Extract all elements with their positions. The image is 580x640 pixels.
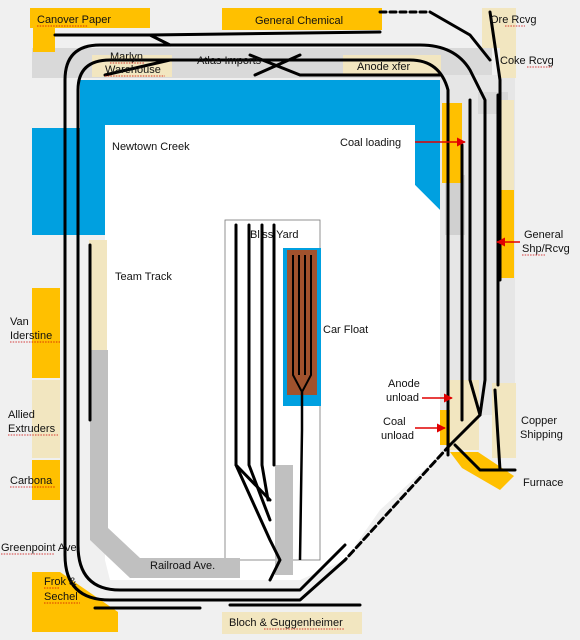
coke-rcvg-building xyxy=(500,40,516,78)
spellcheck-squiggle xyxy=(105,62,165,77)
newtown-creek-water xyxy=(32,80,440,235)
label-car-float: Car Float xyxy=(323,324,368,336)
inner-loop-track-south xyxy=(76,88,347,592)
label-coke-rcvg: Coke Rcvg xyxy=(500,55,554,67)
furnace-spur xyxy=(453,443,517,472)
label-newtown-creek: Newtown Creek xyxy=(112,141,190,153)
label-allied-1: Allied xyxy=(8,409,35,421)
label-bliss-yard: Bliss Yard xyxy=(250,229,299,241)
east-inner-spur xyxy=(468,98,482,417)
label-marlyn: Marlyn xyxy=(110,51,143,63)
frok-sechel-building xyxy=(32,572,118,632)
label-van-1: Van xyxy=(10,316,29,328)
bliss-track-1 xyxy=(234,223,282,582)
label-team-track: Team Track xyxy=(115,271,172,283)
allied-extruders-building xyxy=(32,380,60,458)
coal-loading-building xyxy=(442,103,462,183)
canover-paper-building-2 xyxy=(33,8,55,52)
bloch-guggenheimer-building xyxy=(222,612,362,634)
inner-loop-track-north xyxy=(76,58,450,457)
copper-spur xyxy=(493,388,502,472)
label-ore-rcvg: Ore Rcvg xyxy=(490,14,536,26)
label-coal-loading: Coal loading xyxy=(340,137,401,149)
label-copper-1: Copper xyxy=(521,415,557,427)
outer-loop-track-south xyxy=(63,78,347,602)
label-canover-paper: Canover Paper xyxy=(37,14,111,26)
bliss-ladder xyxy=(234,463,272,502)
spellcheck-squiggle xyxy=(1,553,80,604)
outer-loop-track-north xyxy=(63,43,487,447)
ore-coke-spur xyxy=(488,10,502,282)
label-coal-unload-1: Coal xyxy=(383,416,406,428)
label-anode-unload-1: Anode xyxy=(388,378,420,390)
label-warehouse: Warehouse xyxy=(105,64,161,76)
label-frok-1: Frok & xyxy=(44,576,77,588)
label-carbona: Carbona xyxy=(10,475,53,487)
east-ground-patch-2 xyxy=(445,175,465,235)
marlyn-spur xyxy=(103,58,172,77)
label-copper-2: Shipping xyxy=(520,429,563,441)
label-general-2: Shp/Rcvg xyxy=(522,243,570,255)
label-atlas-imports: Atlas Imports xyxy=(197,55,262,67)
label-anode-unload-2: unload xyxy=(386,392,419,404)
label-coal-unload-2: unload xyxy=(381,430,414,442)
label-greenpoint-ave: Greenpoint Ave. xyxy=(1,542,80,554)
float-lead xyxy=(298,392,304,561)
team-track-area xyxy=(89,240,107,350)
general-shp-rcvg-building xyxy=(500,190,514,278)
spellcheck-squiggle xyxy=(505,25,552,68)
outer-loop-track-dashed xyxy=(343,443,452,562)
label-general-1: General xyxy=(524,229,563,241)
railroad-ave-road xyxy=(90,350,240,578)
label-railroad-ave: Railroad Ave. xyxy=(150,560,215,572)
label-van-2: Iderstine xyxy=(10,330,52,342)
label-furnace: Furnace xyxy=(523,477,563,489)
label-anode-xfer: Anode xfer xyxy=(357,61,411,73)
float-track-2 xyxy=(298,255,306,375)
bliss-track-3 xyxy=(260,223,270,502)
label-allied-2: Extruders xyxy=(8,423,56,435)
carbona-building xyxy=(32,460,60,500)
atlas-spur-1 xyxy=(248,53,332,77)
spellcheck-squiggle xyxy=(8,341,60,488)
canover-paper-building xyxy=(30,8,150,28)
general-shp-rcvg-area xyxy=(500,100,514,190)
general-chemical-spur xyxy=(148,30,382,37)
chemical-spur-east xyxy=(428,10,492,62)
general-chemical-building xyxy=(222,8,382,30)
label-general-chemical: General Chemical xyxy=(255,15,343,27)
atlas-spur-2 xyxy=(253,53,302,77)
car-float xyxy=(287,250,317,395)
label-bloch-guggenheimer: Bloch & Guggenheimer xyxy=(229,617,343,629)
bliss-road xyxy=(275,465,293,575)
bliss-track-2 xyxy=(247,223,272,522)
van-iderstine-building xyxy=(32,288,60,378)
label-frok-2: Sechel xyxy=(44,591,78,603)
